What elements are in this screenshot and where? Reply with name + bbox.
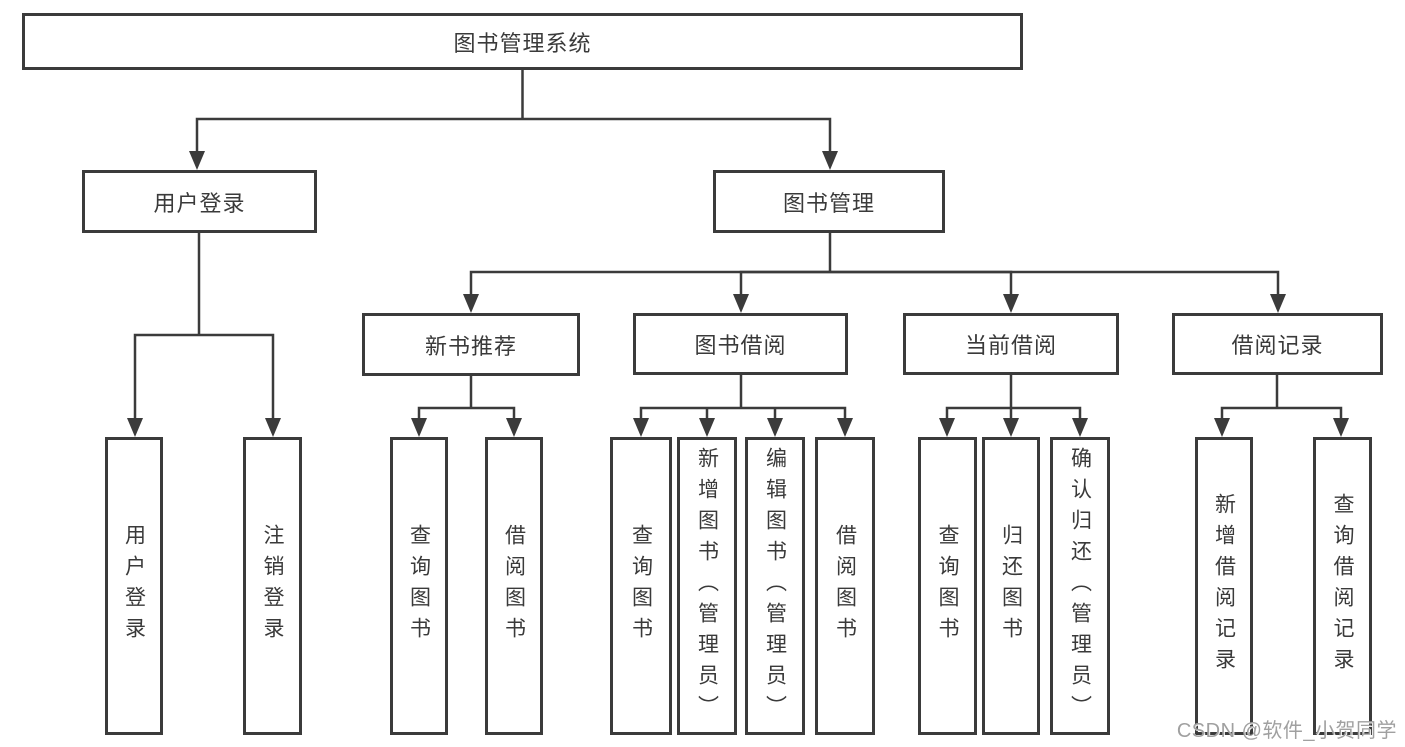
leaf-query-books-borrow: 查询图书 xyxy=(610,437,672,735)
leaf-add-borrow-record: 新增借阅记录 xyxy=(1195,437,1253,735)
leaf-return-books-label: 归还图书 xyxy=(999,524,1023,648)
node-book-borrow: 图书借阅 xyxy=(633,313,848,375)
node-book-borrow-label: 图书借阅 xyxy=(694,333,787,358)
leaf-borrow-books-label: 借阅图书 xyxy=(833,524,857,648)
leaf-query-books-current-label: 查询图书 xyxy=(936,524,959,648)
node-user-login: 用户登录 xyxy=(82,170,317,233)
leaf-borrow-books: 借阅图书 xyxy=(815,437,875,735)
node-book-management-label: 图书管理 xyxy=(782,190,875,216)
leaf-user-login-label: 用户登录 xyxy=(122,524,146,648)
leaf-query-borrow-record: 查询借阅记录 xyxy=(1313,437,1372,735)
leaf-edit-books-admin-label: 编辑图书（管理员） xyxy=(763,446,787,726)
leaf-borrow-books-recommend: 借阅图书 xyxy=(485,437,543,735)
node-current-borrow: 当前借阅 xyxy=(903,313,1119,375)
leaf-borrow-books-recommend-label: 借阅图书 xyxy=(502,524,526,648)
node-new-book-recommend: 新书推荐 xyxy=(362,313,580,376)
node-book-management: 图书管理 xyxy=(713,170,945,233)
leaf-user-login: 用户登录 xyxy=(105,437,163,735)
leaf-logout: 注销登录 xyxy=(243,437,302,735)
leaf-edit-books-admin: 编辑图书（管理员） xyxy=(745,437,805,735)
csdn-watermark: CSDN @软件_小贺同学 xyxy=(1176,720,1397,742)
leaf-return-books: 归还图书 xyxy=(982,437,1040,735)
leaf-query-borrow-record-label: 查询借阅记录 xyxy=(1331,493,1354,679)
leaf-confirm-return-admin: 确认归还（管理员） xyxy=(1050,437,1110,735)
node-current-borrow-label: 当前借阅 xyxy=(964,333,1057,358)
leaf-add-books-admin: 新增图书（管理员） xyxy=(677,437,737,735)
leaf-query-books-recommend-label: 查询图书 xyxy=(407,524,431,648)
node-borrow-records: 借阅记录 xyxy=(1172,313,1383,375)
leaf-logout-label: 注销登录 xyxy=(261,524,284,648)
node-borrow-records-label: 借阅记录 xyxy=(1231,333,1324,358)
node-user-login-label: 用户登录 xyxy=(153,190,246,216)
leaf-add-books-admin-label: 新增图书（管理员） xyxy=(695,446,719,726)
leaf-query-books-borrow-label: 查询图书 xyxy=(629,524,653,648)
leaf-query-books-current: 查询图书 xyxy=(918,437,977,735)
leaf-query-books-recommend: 查询图书 xyxy=(390,437,448,735)
node-new-book-recommend-label: 新书推荐 xyxy=(424,333,517,359)
leaf-add-borrow-record-label: 新增借阅记录 xyxy=(1212,493,1236,679)
node-root-label: 图书管理系统 xyxy=(453,30,592,56)
node-root-library-system: 图书管理系统 xyxy=(22,13,1023,70)
leaf-confirm-return-admin-label: 确认归还（管理员） xyxy=(1068,446,1092,726)
